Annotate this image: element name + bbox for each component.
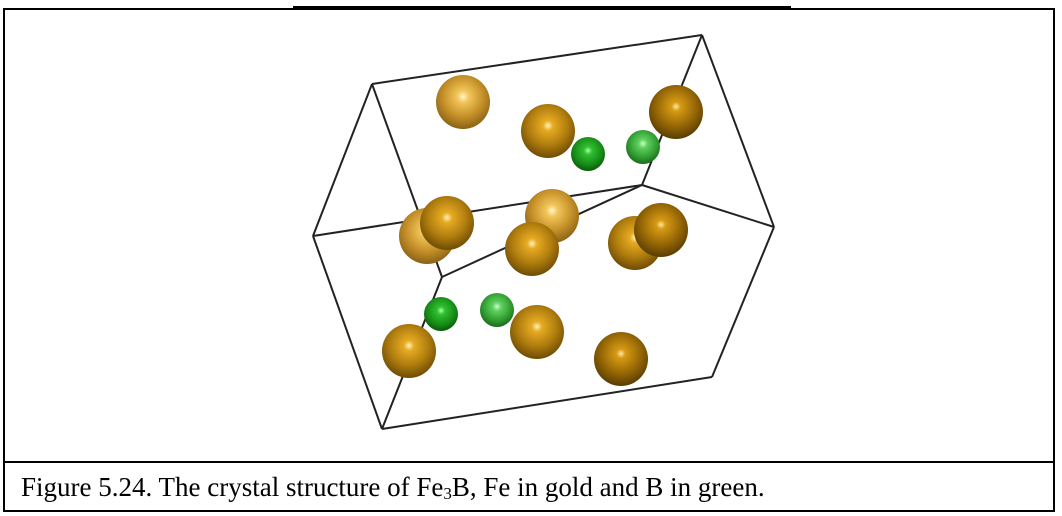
figure-frame: Figure 5.24. The crystal structure of Fe… xyxy=(3,8,1055,512)
fe-atom xyxy=(382,324,436,378)
caption-subscript: 3 xyxy=(443,484,452,503)
fe-atom xyxy=(436,75,490,129)
fe-atom xyxy=(634,203,688,257)
b-atom xyxy=(480,293,514,327)
fe-atom xyxy=(505,222,559,276)
caption-prefix: Figure 5.24. The crystal structure of Fe xyxy=(21,472,444,502)
caption-suffix: B, Fe in gold and B in green. xyxy=(451,472,765,502)
top-border-segment xyxy=(293,6,791,8)
crystal-structure-image xyxy=(312,34,775,430)
b-atom xyxy=(571,137,605,171)
b-atom xyxy=(626,130,660,164)
fe-atom xyxy=(594,332,648,386)
fe-atom xyxy=(420,196,474,250)
fe-atom xyxy=(521,104,575,158)
fe-atom xyxy=(649,85,703,139)
b-atom xyxy=(424,297,458,331)
fe-atom xyxy=(510,305,564,359)
caption-divider xyxy=(5,461,1053,463)
crystal-structure-figure xyxy=(5,10,1053,460)
atoms xyxy=(382,75,703,386)
figure-caption: Figure 5.24. The crystal structure of Fe… xyxy=(21,471,765,510)
